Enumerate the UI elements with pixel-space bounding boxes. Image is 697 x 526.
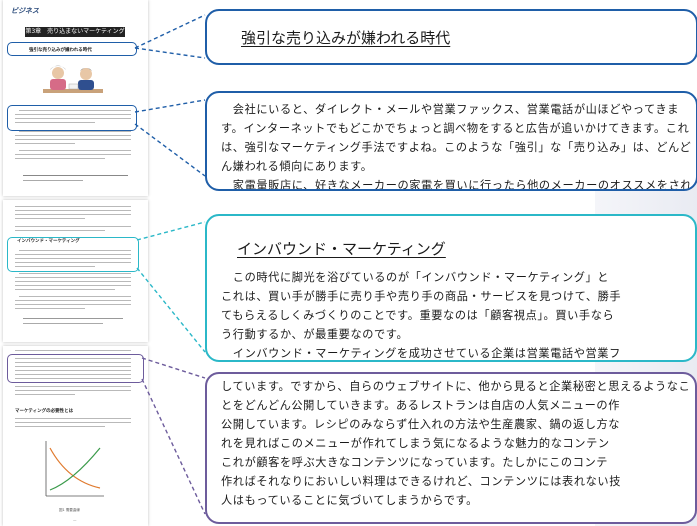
callout-paragraph-1: 会社にいると、ダイレクト・メールや営業ファックス、営業電話が山ほどやってきま す… bbox=[205, 91, 697, 191]
callout-line: これは、買い手が勝手に売り手や売り手の商品・サービスを見つけて、勝手 bbox=[221, 290, 622, 303]
callout-title-text: 強引な売り込みが嫌われる時代 bbox=[241, 29, 451, 47]
callout-line: す。インターネットでもどこかでちょっと調べ物をすると広告が追いかけてきます。これ bbox=[221, 122, 690, 135]
callout-line: インバウンド・マーケティングを成功させている企業は営業電話や営業フ bbox=[221, 347, 621, 360]
figure-caption: 図1 需要曲線 bbox=[59, 508, 80, 512]
callout-inbound-marketing: インバウンド・マーケティング この時代に脚光を浴びているのが「インバウンド・マー… bbox=[205, 214, 697, 362]
callout-line: 公開しています。レシピのみならず仕入れの方法や生産農家、鍋の返し方な bbox=[221, 418, 621, 431]
page-thumbnails: ビジネス 第3章 売り込まないマーケティング 強引な売り込みが嫌われる時代 bbox=[0, 0, 150, 526]
highlight-paragraph-1 bbox=[7, 105, 137, 131]
callout-line: これが顧客を呼ぶ大きなコンテンツになっています。たしかにこのコンテ bbox=[221, 456, 609, 469]
callout-inbound-heading: インバウンド・マーケティング bbox=[237, 240, 446, 258]
callout-line: しています。ですから、自らのウェブサイトに、他から見ると企業秘密と思えるようなこ bbox=[221, 380, 691, 393]
chapter-heading: 第3章 売り込まないマーケティング bbox=[25, 27, 125, 37]
callout-line: 人はもっていることに気づいてしまうからです。 bbox=[221, 494, 478, 507]
document-page-1: ビジネス 第3章 売り込まないマーケティング 強引な売り込みが嫌われる時代 bbox=[3, 0, 148, 196]
callout-line: ん嫌われる傾向にあります。 bbox=[221, 160, 373, 173]
highlight-paragraph-3 bbox=[7, 354, 144, 383]
callout-line: この時代に脚光を浴びているのが「インバウンド・マーケティング」と bbox=[221, 271, 610, 284]
highlight-title bbox=[7, 42, 137, 56]
callout-line: 家電量販店に、好きなメーカーの家電を買いに行ったら他のメーカーのオススメをされ bbox=[221, 179, 693, 191]
supply-demand-chart-thumbnail bbox=[45, 441, 104, 497]
callout-line: は、強引なマーケティング手法ですよね。このような「強引」な「売り込み」は、どんど bbox=[221, 141, 692, 154]
section-heading-mini: 強引な売り込みが嫌われる時代 bbox=[29, 48, 92, 53]
page-logo: ビジネス bbox=[11, 7, 39, 15]
document-page-3: マーケティングの必要性とは 図1 需要曲線 — bbox=[3, 346, 148, 526]
callout-line: 作ればそれなりにおいしい料理はできるけれど、コンテンツには表れない技 bbox=[221, 475, 621, 488]
callout-line: とをどんどん公開していきます。あるレストランは自店の人気メニューの作 bbox=[221, 399, 620, 412]
callout-line: れを見ればこのメニューが作れてしまう気になるような魅力的なコンテン bbox=[221, 437, 610, 450]
callout-paragraph-3: しています。ですから、自らのウェブサイトに、他から見ると企業秘密と思えるようなこ… bbox=[205, 372, 697, 524]
callout-title: 強引な売り込みが嫌われる時代 bbox=[205, 9, 697, 65]
callout-line: う行動するか、が最重要なのです。 bbox=[221, 328, 409, 341]
callout-line: てもらえるしくみづくりのことです。重要なのは「顧客視点」。買い手なら bbox=[221, 309, 615, 322]
marketing-heading-mini: マーケティングの必要性とは bbox=[15, 409, 74, 414]
inbound-heading-mini: インバウンド・マーケティング bbox=[17, 239, 80, 244]
meeting-illustration bbox=[43, 65, 103, 93]
highlight-inbound-section bbox=[7, 237, 139, 272]
callout-line: 会社にいると、ダイレクト・メールや営業ファックス、営業電話が山ほどやってきま bbox=[221, 103, 680, 116]
